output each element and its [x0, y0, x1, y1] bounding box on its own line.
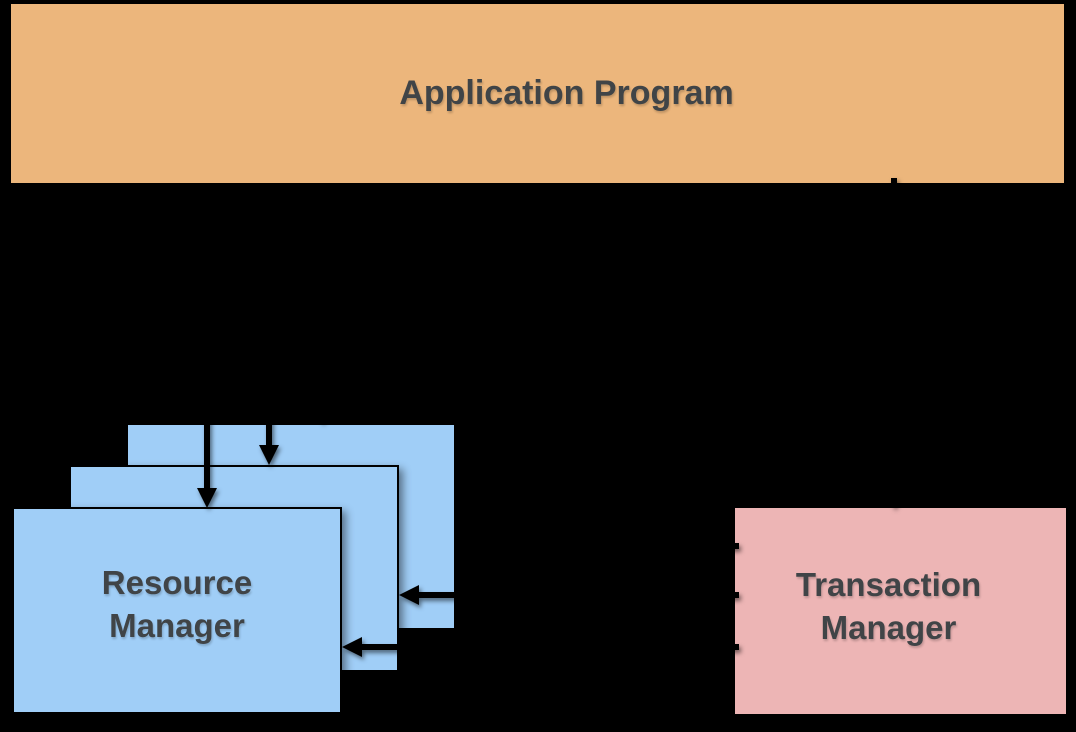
- arrow-app-to-rm-back: [312, 185, 332, 423]
- application-program-label: Application Program: [399, 74, 734, 113]
- arrowhead-down-icon: [197, 488, 217, 508]
- application-program-box: Application Program: [11, 4, 1064, 183]
- resource-manager-label: Resource Manager: [101, 563, 253, 644]
- transaction-manager-box: Transaction Manager: [735, 508, 1066, 714]
- arrow-shaft: [419, 592, 739, 598]
- arrowhead-down-icon: [312, 403, 332, 423]
- arrowhead-down-icon: [259, 445, 279, 465]
- arrow-shaft: [266, 185, 272, 445]
- arrow-shaft: [319, 185, 325, 403]
- arrow-shaft: [204, 185, 210, 488]
- arrow-shaft: [476, 543, 739, 549]
- arrow-shaft: [891, 178, 897, 488]
- arrow-app-to-tm: [884, 178, 904, 508]
- transaction-manager-label: Transaction Manager: [795, 566, 982, 646]
- arrowhead-left-icon: [456, 536, 476, 556]
- arrowhead-left-icon: [399, 585, 419, 605]
- arrow-tm-to-rm-front: [342, 637, 739, 657]
- arrowhead-down-icon: [884, 488, 904, 508]
- arrowhead-left-icon: [342, 637, 362, 657]
- resource-manager-box-front: Resource Manager: [12, 507, 342, 714]
- arrow-app-to-rm-middle: [259, 185, 279, 465]
- arrow-tm-to-rm-back: [456, 536, 739, 556]
- arrow-tm-to-rm-middle: [399, 585, 739, 605]
- arrow-shaft: [362, 644, 739, 650]
- arrow-app-to-rm-front: [197, 185, 217, 508]
